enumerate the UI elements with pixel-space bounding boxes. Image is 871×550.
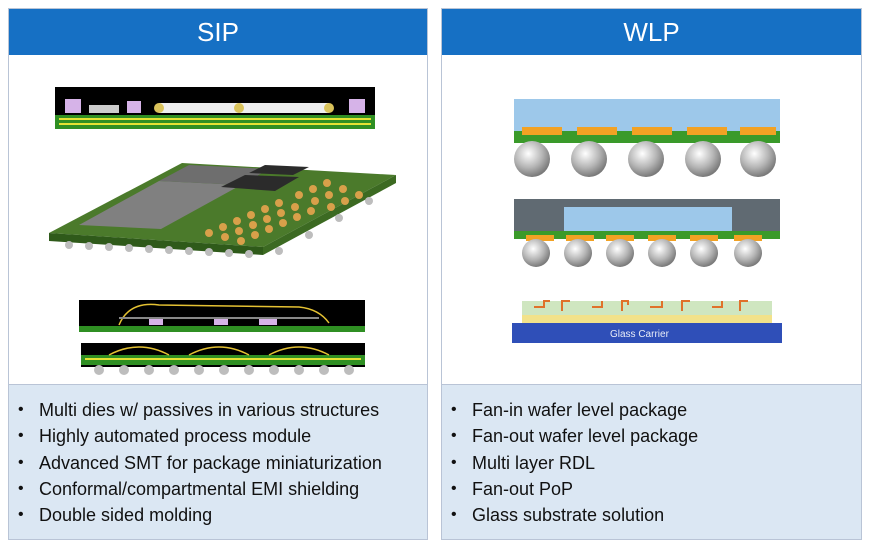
glass-carrier-label: Glass Carrier: [610, 329, 670, 340]
list-item: •Highly automated process module: [18, 426, 312, 447]
sip-cross-section-middle: [79, 300, 365, 332]
list-item: •Glass substrate solution: [451, 505, 665, 526]
wlp-bullet-list: •Fan-in wafer level package •Fan-out waf…: [442, 384, 861, 539]
sip-bullet-list: •Multi dies w/ passives in various struc…: [9, 384, 427, 539]
list-item: •Fan-out wafer level package: [451, 426, 699, 447]
list-item: •Conformal/compartmental EMI shielding: [18, 478, 360, 499]
wlp-header: WLP: [442, 9, 861, 55]
wlp-fan-out-diagram: [514, 199, 780, 267]
sip-illustrations: [9, 55, 427, 383]
list-item: •Multi dies w/ passives in various struc…: [18, 400, 380, 420]
sip-header: SIP: [9, 9, 427, 55]
list-item: •Fan-in wafer level package: [451, 400, 688, 420]
list-item: •Advanced SMT for package miniaturizatio…: [18, 452, 382, 473]
sip-3d-package: [49, 163, 396, 258]
sip-title: SIP: [197, 16, 239, 47]
sip-cross-section-top: [55, 87, 375, 129]
list-item: •Multi layer RDL: [451, 452, 596, 473]
wlp-title: WLP: [623, 16, 680, 47]
sip-panel: SIP: [8, 8, 428, 540]
list-item: •Double sided molding: [18, 505, 213, 526]
list-item: •Fan-out PoP: [451, 478, 574, 499]
wlp-panel: WLP: [441, 8, 862, 540]
sip-cross-section-bottom: [81, 343, 365, 375]
wlp-glass-carrier-diagram: Glass Carrier: [512, 300, 782, 343]
wlp-illustrations: Glass Carrier: [442, 55, 861, 383]
wlp-fan-in-diagram: [514, 99, 780, 177]
